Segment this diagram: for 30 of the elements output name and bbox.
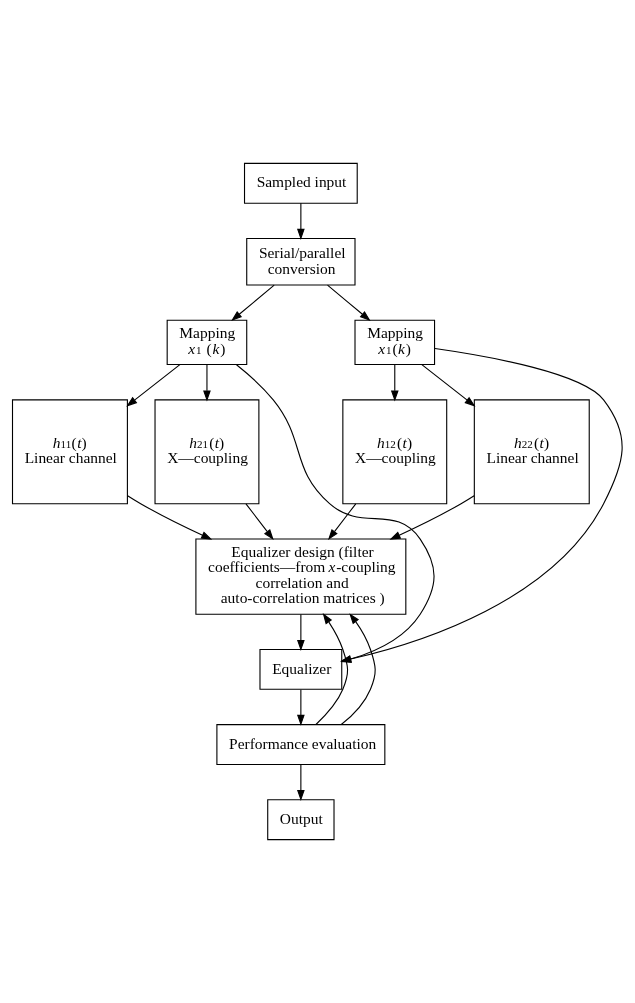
arrow (390, 364, 399, 402)
node-box: Equalizer design (filter coefficients—from x-coupling correlation and auto-correlation matrices ) (195, 538, 407, 615)
arrow (389, 495, 475, 540)
node-box: Mapping x1(k) (354, 319, 436, 366)
node-box: Mapping x1 (k) (166, 319, 248, 366)
node-box: h21(t) X—coupling (154, 399, 260, 505)
arrow (340, 348, 623, 663)
node-box: h12(t) X—coupling (342, 399, 448, 505)
arrow (421, 364, 476, 407)
node-box: Performance evaluation (216, 724, 386, 765)
node-box: h22(t) Linear channel (473, 399, 590, 505)
node-box: Output (267, 799, 335, 841)
arrow (297, 202, 305, 240)
node-box: Sampled input (243, 162, 358, 204)
arrow (297, 764, 305, 801)
arrow (126, 364, 181, 407)
node-box: Equalizer (259, 649, 343, 690)
arrow (297, 614, 305, 652)
arrow (326, 284, 371, 322)
arrow (235, 364, 435, 663)
arrow (340, 613, 376, 726)
node-box: Serial/parallel conversion (246, 238, 356, 286)
arrow (245, 503, 274, 541)
node-box: h11(t) Linear channel (11, 399, 128, 505)
arrow (203, 364, 211, 402)
arrow (297, 689, 305, 726)
arrow (315, 613, 349, 726)
arrow (328, 503, 357, 541)
arrow (231, 284, 275, 322)
arrow (127, 495, 213, 540)
